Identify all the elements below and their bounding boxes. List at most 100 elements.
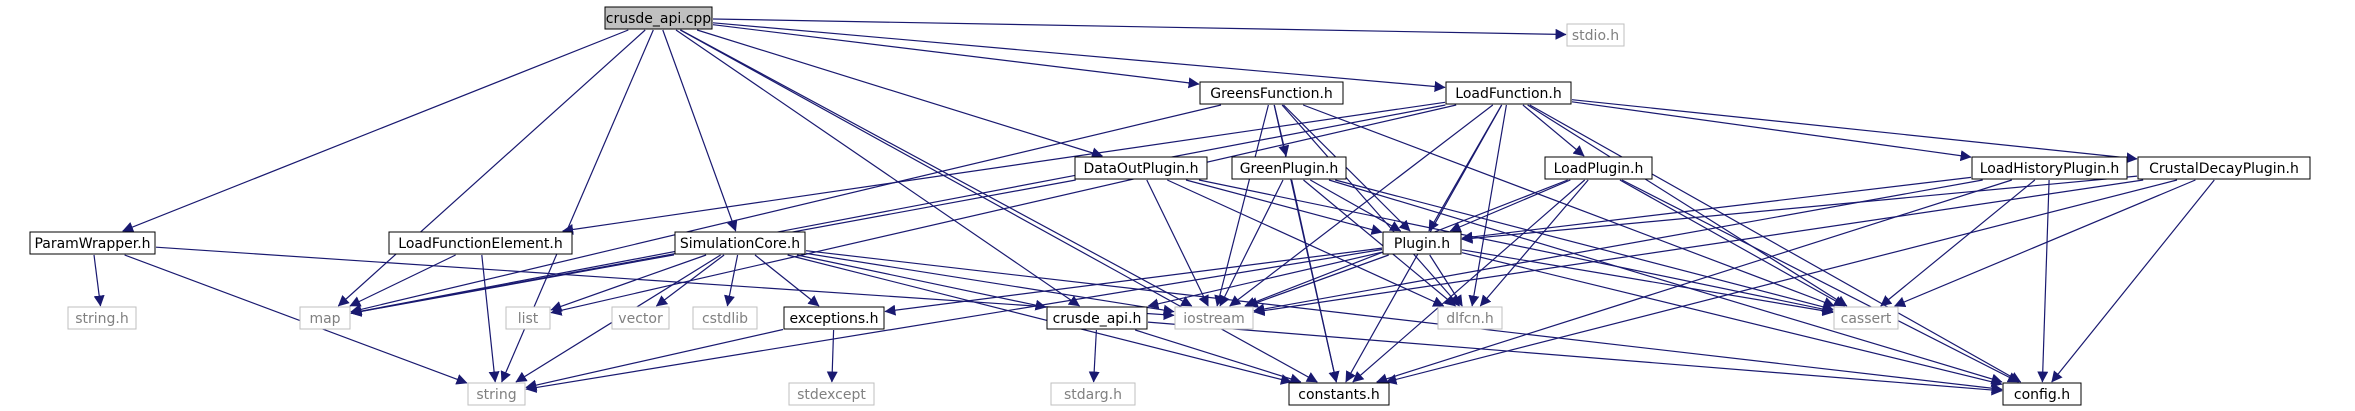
node-box <box>29 231 156 255</box>
edge-crustal-decay-plugin-h-to-cassert <box>1894 179 2196 308</box>
node-load-plugin-h[interactable]: LoadPlugin.h <box>1544 156 1653 180</box>
edge-simulation-core-h-to-cstdlib <box>724 254 739 307</box>
node-label: DataOutPlugin.h <box>1084 161 1199 177</box>
node-box <box>1971 156 2128 180</box>
node-label: GreenPlugin.h <box>1240 161 1339 177</box>
node-cstdlib: cstdlib <box>692 306 758 330</box>
node-crustal-decay-plugin-h[interactable]: CrustalDecayPlugin.h <box>2137 156 2311 180</box>
node-load-function-h[interactable]: LoadFunction.h <box>1445 81 1572 105</box>
node-label: ParamWrapper.h <box>34 236 150 252</box>
node-box <box>1566 23 1625 47</box>
node-box <box>783 306 885 330</box>
node-box <box>2137 156 2311 180</box>
edge-load-plugin-h-to-dlfcn-h <box>1479 179 1589 307</box>
edge-load-history-plugin-h-to-config-h <box>2037 179 2050 383</box>
node-string-h: string.h <box>67 306 137 330</box>
node-load-function-element-h[interactable]: LoadFunctionElement.h <box>388 231 573 255</box>
edge-simulation-core-h-to-exceptions-h <box>754 254 820 307</box>
node-green-plugin-h[interactable]: GreenPlugin.h <box>1231 156 1347 180</box>
edge-crusde-api-cpp-to-simulation-core-h <box>662 29 738 232</box>
edge-load-function-h-to-cassert <box>1527 104 1848 307</box>
node-label: string <box>476 387 516 403</box>
edge-exceptions-h-to-string <box>525 328 784 391</box>
edge-exceptions-h-to-stdexcept <box>826 329 838 383</box>
node-label: LoadPlugin.h <box>1554 161 1644 177</box>
edge-plugin-h-to-string <box>525 248 1383 393</box>
node-plugin-h[interactable]: Plugin.h <box>1382 231 1462 255</box>
edge-plugin-h-to-dlfcn-h <box>1429 254 1463 307</box>
node-box <box>1199 81 1344 105</box>
edge-crusde-api-cpp-to-load-function-h <box>712 22 1446 92</box>
node-constants-h[interactable]: constants.h <box>1288 382 1390 406</box>
edge-simulation-core-h-to-map <box>350 254 675 317</box>
edge-load-function-h-to-load-history-plugin-h <box>1571 101 1972 162</box>
node-param-wrapper-h[interactable]: ParamWrapper.h <box>29 231 156 255</box>
edge-green-plugin-h-to-dlfcn-h <box>1303 179 1456 307</box>
edge-load-history-plugin-h-to-plugin-h <box>1461 176 1972 243</box>
node-label: Plugin.h <box>1394 236 1450 252</box>
node-box <box>1074 156 1208 180</box>
edge-crusde-api-h-to-config-h <box>1147 321 2003 396</box>
node-box <box>1231 156 1347 180</box>
node-label: list <box>518 311 539 327</box>
node-box <box>692 306 758 330</box>
node-data-out-plugin-h[interactable]: DataOutPlugin.h <box>1074 156 1208 180</box>
node-config-h[interactable]: config.h <box>2002 382 2082 406</box>
edge-crusde-api-cpp-to-param-wrapper-h <box>122 29 629 233</box>
edge-crustal-decay-plugin-h-to-iostream <box>1253 179 2144 317</box>
edge-greens-function-h-to-plugin-h <box>1283 104 1411 232</box>
node-dlfcn-h: dlfcn.h <box>1437 306 1503 330</box>
edge-green-plugin-h-to-plugin-h <box>1310 179 1402 232</box>
node-vector: vector <box>611 306 670 330</box>
node-box <box>67 306 137 330</box>
edge-plugin-h-to-crusde-api-h <box>1147 251 1383 310</box>
node-label: crusde_api.h <box>1053 311 1142 327</box>
edge-load-plugin-h-to-config-h <box>1621 179 2019 383</box>
node-label: constants.h <box>1298 387 1379 403</box>
node-list: list <box>505 306 551 330</box>
edge-load-history-plugin-h-to-constants-h <box>1376 179 2012 385</box>
node-map: map <box>299 306 351 330</box>
node-crusde-api-h[interactable]: crusde_api.h <box>1046 306 1148 330</box>
edge-load-function-h-to-load-function-element-h <box>562 101 1446 235</box>
edge-load-history-plugin-h-to-cassert <box>1880 179 2036 307</box>
edge-load-function-h-to-config-h <box>1529 104 2022 383</box>
edge-greens-function-h-to-map <box>350 104 1222 315</box>
node-box <box>1437 306 1503 330</box>
node-cassert: cassert <box>1833 306 1899 330</box>
edge-greens-function-h-to-cassert <box>1302 104 1835 308</box>
node-box <box>788 382 875 406</box>
node-load-history-plugin-h[interactable]: LoadHistoryPlugin.h <box>1971 156 2128 180</box>
edge-simulation-core-h-to-constants-h <box>787 254 1292 385</box>
node-exceptions-h[interactable]: exceptions.h <box>783 306 885 330</box>
edge-param-wrapper-h-to-string-h <box>93 254 105 307</box>
node-label: string.h <box>75 311 129 327</box>
edge-green-plugin-h-to-cassert <box>1335 179 1834 313</box>
node-box <box>1288 382 1390 406</box>
node-crusde-api-cpp[interactable]: crusde_api.cpp <box>604 6 713 30</box>
edge-crusde-api-cpp-to-crusde-api-h <box>675 29 1080 307</box>
edge-plugin-h-to-cassert <box>1461 249 1834 317</box>
node-box <box>1382 231 1462 255</box>
node-greens-function-h[interactable]: GreensFunction.h <box>1199 81 1344 105</box>
node-simulation-core-h[interactable]: SimulationCore.h <box>674 231 806 255</box>
node-iostream: iostream <box>1174 306 1254 330</box>
node-label: SimulationCore.h <box>680 236 800 252</box>
node-box <box>467 382 526 406</box>
node-label: stdio.h <box>1572 28 1619 44</box>
edge-crustal-decay-plugin-h-to-plugin-h <box>1461 175 2138 244</box>
edge-crusde-api-cpp-to-map <box>337 29 646 307</box>
edge-crusde-api-h-to-stdarg-h <box>1088 329 1100 383</box>
edge-crusde-api-cpp-to-greens-function-h <box>712 24 1200 89</box>
edge-green-plugin-h-to-constants-h <box>1291 179 1340 383</box>
node-label: GreensFunction.h <box>1210 86 1333 102</box>
edge-load-function-h-to-iostream <box>1229 104 1494 307</box>
edge-simulation-core-h-to-iostream <box>805 252 1175 316</box>
node-box <box>1174 306 1254 330</box>
node-box <box>604 6 713 30</box>
node-label: LoadFunctionElement.h <box>398 236 562 252</box>
edge-load-function-h-to-map <box>350 104 1446 317</box>
node-box <box>1046 306 1148 330</box>
